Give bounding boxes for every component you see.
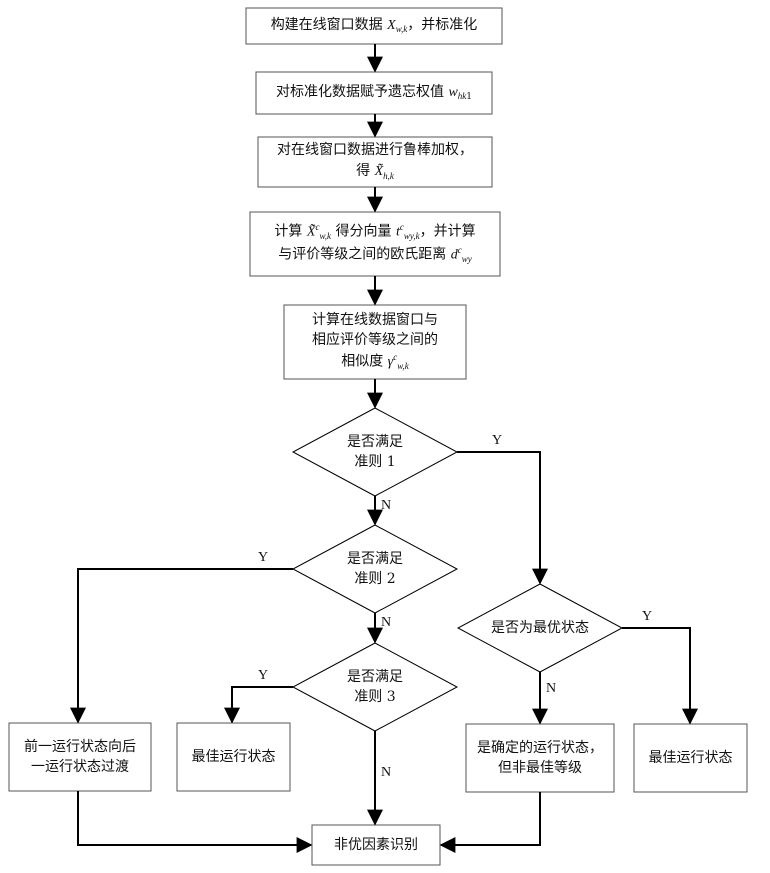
outcome1-box [8,722,152,792]
outcome1-text: 前一运行状态向后一运行状态过渡 [24,738,136,775]
arrow-decision3-yes-outcome2 [224,686,293,724]
outcome4-box [633,723,748,793]
decision3-yes-label: Y [258,668,269,683]
arrow-outcome3-final [439,792,541,853]
outcome3-text: 是确定的运行状态，但非最佳等级 [477,739,603,776]
decision4-no-label: N [546,681,557,696]
arrow-outcome1-final [77,791,313,853]
decision1-yes-label: Y [492,433,503,448]
arrow-decision1-yes-decision4 [457,451,548,585]
step2-box [255,71,493,115]
outcome2-box [176,722,291,792]
step3-text: 对在线窗口数据进行鲁棒加权， 得 X̃̃h,k [277,142,473,181]
decision2-no-label: N [381,615,392,630]
decision4-text: 是否为最优状态 [491,619,589,636]
decision4-yes-label: Y [642,609,653,624]
decision3-text: 是否满足准则 3 [347,668,403,705]
step1-box [245,7,503,45]
arrow-decision2-yes-outcome1 [70,568,293,724]
decision2-text: 是否满足准则 2 [347,550,403,587]
arrow-decision4-yes-outcome4 [622,627,698,725]
step5-text: 计算在线数据窗口与 相应评价等级之间的 相似度 γcw,k [312,311,438,371]
final-box [311,824,441,866]
step4-box [249,211,501,277]
decision1-text: 是否满足准则 1 [347,433,403,470]
decision2-yes-label: Y [258,550,269,565]
outcome4-text: 最佳运行状态 [648,749,733,766]
step1-text: 构建在线窗口数据 Xw,k，并标准化 [270,16,478,35]
decision3-no-label: N [381,765,392,780]
decision1-no-label: N [381,498,392,513]
outcome2-text: 最佳运行状态 [191,748,276,765]
step4-text: 计算 X̃̃cw,k 得分向量 tcwy,k，并计算 与评价等级之间的欧氏距离 … [274,221,476,265]
step2-text: 对标准化数据赋予遗忘权值 whk1 [275,83,473,103]
step5-box [283,304,467,380]
final-text: 非优因素识别 [334,836,418,853]
